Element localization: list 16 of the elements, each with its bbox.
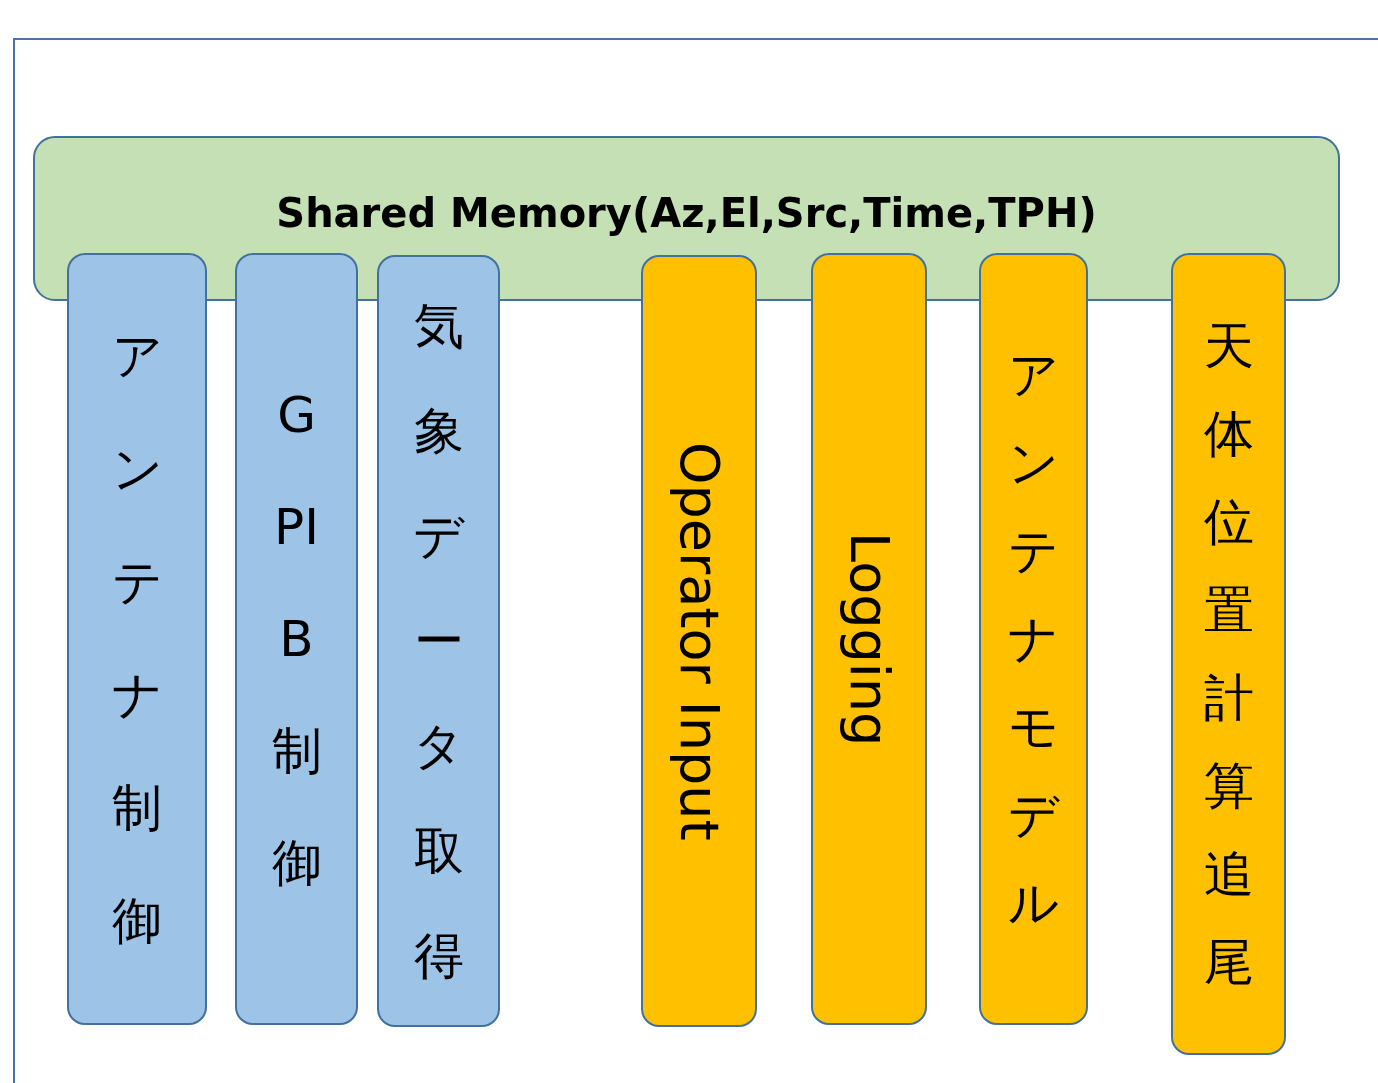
label-text: アンテナモデル bbox=[1007, 345, 1061, 934]
process-box bbox=[235, 253, 358, 1025]
label-text: Logging bbox=[837, 531, 901, 747]
process-box bbox=[979, 253, 1088, 1025]
label-text: 天体位置計算追尾 bbox=[1202, 316, 1255, 993]
process-box bbox=[1171, 253, 1286, 1055]
label-text: GPIB制御 bbox=[270, 385, 323, 894]
process-box bbox=[811, 253, 927, 1025]
label-text: アンテナ制御 bbox=[110, 326, 164, 952]
frame-box bbox=[13, 38, 1378, 1083]
label-text: Operator Input bbox=[667, 441, 731, 841]
label-text: Shared Memory(Az,El,Src,Time,TPH) bbox=[276, 190, 1097, 236]
process-box bbox=[641, 255, 757, 1027]
label-text: 気象データ取得 bbox=[412, 295, 466, 987]
process-box bbox=[377, 255, 500, 1027]
process-box bbox=[67, 253, 207, 1025]
